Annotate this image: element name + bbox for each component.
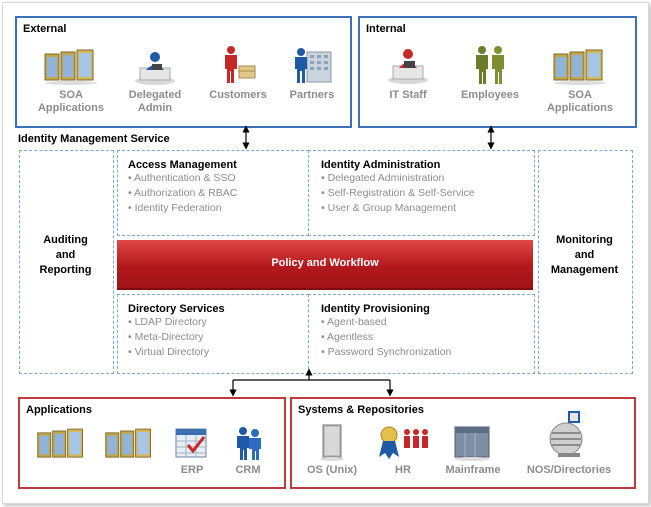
monitoring-panel (538, 150, 633, 374)
admin-desk-icon (135, 52, 175, 85)
identity-administration-title: Identity Administration (321, 159, 441, 171)
auditing-label: Auditing and Reporting (19, 233, 112, 278)
systems-box: Systems & Repositories OS (Unix) HR (290, 397, 636, 489)
erp-icon (175, 428, 207, 458)
server-stack-icon (44, 49, 97, 85)
server-stack-icon (37, 428, 83, 458)
access-item: • Identity Federation (128, 202, 222, 214)
internal-it-staff-label: IT Staff (389, 89, 427, 101)
applications-title: Applications (26, 404, 93, 416)
provisioning-item: • Agent-based (321, 316, 387, 328)
access-item: • Authentication & SSO (128, 172, 236, 184)
systems-mainframe: Mainframe (436, 423, 510, 477)
auditing-line-1: Auditing (43, 234, 88, 246)
administration-item: • User & Group Management (321, 202, 456, 214)
access-management-title: Access Management (128, 159, 237, 171)
systems-mainframe-label: Mainframe (445, 464, 501, 476)
external-customers-label: Customers (209, 89, 267, 101)
internal-it-staff: IT Staff (370, 44, 446, 102)
access-item: • Authorization & RBAC (128, 187, 238, 199)
monitoring-line-1: Monitoring (556, 234, 613, 246)
monitoring-line-2: and (574, 249, 595, 261)
identity-management-title: Identity Management Service (18, 133, 170, 145)
internal-employees-label: Employees (460, 89, 520, 101)
it-staff-icon (388, 49, 428, 84)
external-delegated-label-1: Delegated (128, 89, 182, 101)
systems-os-unix: OS (Unix) (300, 423, 364, 477)
applications-box: Applications ERP CRM (18, 397, 286, 489)
hr-icon (379, 426, 428, 459)
external-soa-label-1: SOA (59, 89, 83, 101)
directory-services-panel: Directory Services • LDAP Directory • Me… (117, 294, 309, 374)
applications-app-2 (100, 427, 160, 463)
applications-crm: CRM (224, 425, 272, 477)
partner-building-icon (295, 48, 332, 83)
auditing-line-3: Reporting (39, 264, 92, 276)
provisioning-item: • Agentless (321, 331, 374, 343)
directory-services-title: Directory Services (128, 303, 225, 315)
external-partners-label: Partners (289, 89, 335, 101)
access-management-panel: Access Management • Authentication & SSO… (117, 150, 309, 236)
systems-hr: HR (372, 423, 434, 477)
nos-directories-icon (549, 411, 583, 457)
applications-erp-label: ERP (180, 464, 204, 476)
applications-erp: ERP (168, 425, 216, 477)
external-delegated-label-2: Admin (137, 102, 173, 114)
administration-item: • Self-Registration & Self-Service (321, 187, 475, 199)
identity-provisioning-panel: Identity Provisioning • Agent-based • Ag… (308, 294, 535, 374)
applications-app-1 (32, 427, 92, 463)
monitoring-line-3: Management (550, 264, 619, 276)
crm-icon (237, 427, 261, 460)
external-soa-label-2: Applications (37, 102, 104, 114)
systems-hr-label: HR (395, 464, 411, 476)
auditing-line-2: and (55, 249, 76, 261)
external-title: External (23, 23, 67, 35)
internal-soa-label-1: SOA (568, 89, 592, 101)
identity-administration-panel: Identity Administration • Delegated Admi… (308, 150, 535, 236)
external-customers: Customers (199, 44, 277, 102)
systems-title: Systems & Repositories (298, 404, 424, 416)
policy-workflow-bar: Policy and Workflow (117, 240, 533, 290)
internal-title: Internal (366, 23, 406, 35)
employees-icon (476, 46, 504, 84)
directory-item: • Meta-Directory (128, 331, 204, 343)
administration-item: • Delegated Administration (321, 172, 445, 184)
directory-item: • LDAP Directory (128, 316, 207, 328)
internal-soa-label-2: Applications (546, 102, 613, 114)
external-partners: Partners (279, 44, 345, 102)
provisioning-item: • Password Synchronization (321, 346, 452, 358)
directory-item: • Virtual Directory (128, 346, 210, 358)
auditing-panel (19, 150, 114, 374)
systems-nos-directories: NOS/Directories (514, 409, 624, 477)
customer-icon (225, 46, 256, 83)
systems-os-label: OS (Unix) (306, 464, 358, 476)
unix-server-icon (320, 424, 344, 461)
mainframe-icon (454, 426, 490, 461)
systems-nos-label: NOS/Directories (526, 464, 612, 476)
server-stack-icon (553, 49, 606, 85)
server-stack-icon (105, 428, 151, 458)
applications-crm-label: CRM (235, 464, 261, 476)
internal-employees: Employees (452, 44, 528, 102)
identity-provisioning-title: Identity Provisioning (321, 303, 430, 315)
monitoring-label: Monitoring and Management (538, 233, 631, 278)
